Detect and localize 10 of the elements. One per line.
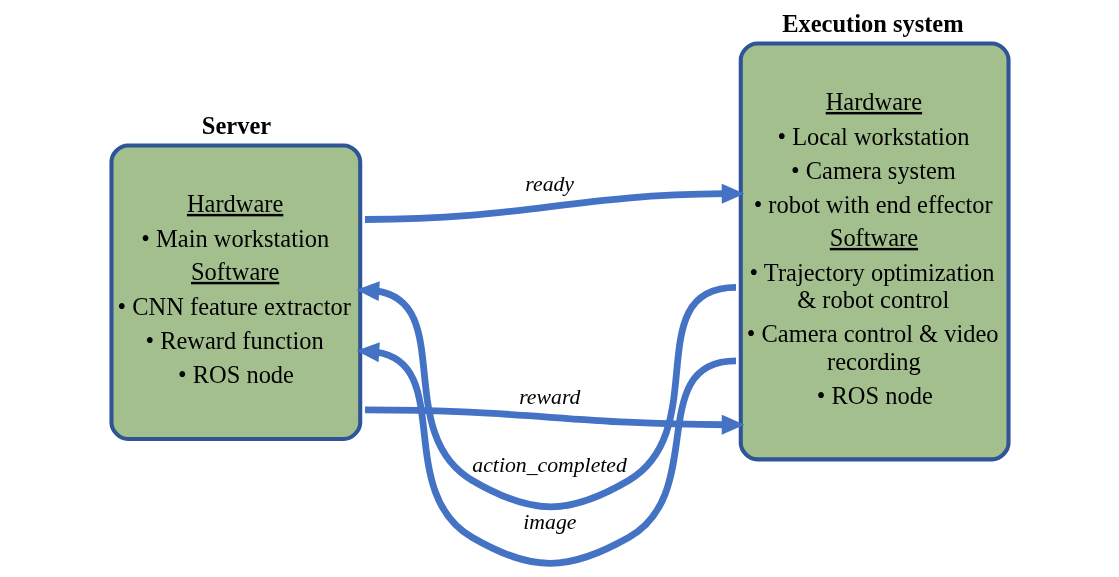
node-label: Execution system <box>781 10 964 38</box>
edge-label: ready <box>524 171 574 196</box>
node-label: Server <box>201 112 271 140</box>
edge-label: reward <box>518 385 580 410</box>
arrow <box>356 281 736 510</box>
arrow <box>356 342 736 567</box>
arrow <box>364 183 744 223</box>
edge-label: image <box>522 510 576 535</box>
edge-label: action_completed <box>471 453 627 478</box>
arrow <box>364 406 744 435</box>
